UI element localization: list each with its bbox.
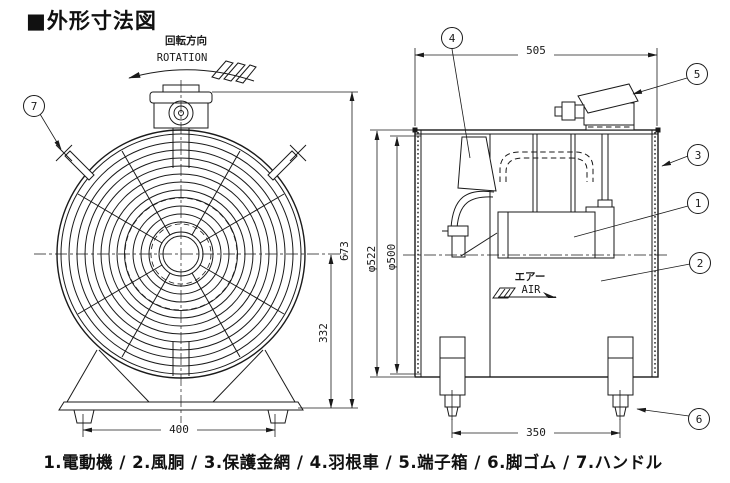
callout-3-number: 3: [695, 149, 702, 162]
callout-guard: 3: [661, 144, 709, 167]
handle-left: [55, 144, 95, 181]
dimension-length: 505: [414, 44, 658, 126]
callout-handle: 7: [23, 95, 62, 150]
rubber-foot-front-left: [73, 409, 95, 424]
rubber-foot-side-right: [614, 406, 627, 417]
callout-2-number: 2: [697, 257, 704, 270]
air-label-jp: エアー: [515, 271, 546, 283]
callout-casing: 2: [600, 252, 711, 282]
dimension-base-width: 400: [82, 414, 276, 437]
callout-4-number: 4: [449, 32, 456, 45]
dim-phi500: φ500: [385, 244, 398, 271]
rotation-label-en: ROTATION: [157, 52, 208, 64]
callout-5-number: 5: [694, 68, 701, 81]
motor-supports: [532, 134, 613, 213]
callout-1-number: 1: [695, 197, 702, 210]
callout-terminal-box: 5: [632, 63, 708, 95]
parts-legend: 1.電動機 / 2.風胴 / 3.保護金網 / 4.羽根車 / 5.端子箱 / …: [43, 453, 663, 472]
callout-rubber-foot: 6: [636, 407, 710, 430]
cable-gland: [561, 101, 576, 121]
dim-phi522: φ522: [365, 246, 378, 273]
dim-332: 332: [317, 323, 330, 343]
dim-400: 400: [169, 423, 189, 436]
rotation-label-jp: 回転方向: [165, 34, 207, 47]
air-flow-arrow: エアー AIR: [492, 271, 557, 299]
dim-350: 350: [526, 426, 546, 439]
callout-impeller: 4: [441, 27, 471, 159]
callout-7-number: 7: [31, 100, 38, 113]
dim-673: 673: [338, 241, 351, 261]
dimension-axis-height: 332: [317, 254, 334, 409]
terminal-box-side: [554, 83, 639, 131]
page-title: ■外形寸法図: [26, 9, 157, 33]
dim-505: 505: [526, 44, 546, 57]
dimension-total-height: 673: [212, 91, 358, 409]
handle-hidden: [499, 151, 594, 182]
handle-right: [267, 144, 307, 181]
rotation-direction-arrow: 回転方向 ROTATION: [128, 34, 257, 84]
air-label-en: AIR: [522, 284, 542, 296]
callout-6-number: 6: [696, 413, 703, 426]
rubber-foot-side-left: [446, 406, 459, 417]
dimension-leg-span: 350: [451, 419, 621, 439]
dimension-outer-diameter: φ522: [365, 129, 414, 378]
rubber-foot-front-right: [267, 409, 289, 424]
impeller: [442, 136, 498, 258]
legs-side: [439, 336, 634, 420]
front-view: 回転方向 ROTATION 673 332: [23, 34, 358, 437]
callout-motor: 1: [573, 192, 709, 238]
dimension-inner-diameter: φ500: [385, 135, 421, 375]
motor: [497, 206, 615, 259]
side-view: エアー AIR 505 φ: [365, 27, 711, 439]
